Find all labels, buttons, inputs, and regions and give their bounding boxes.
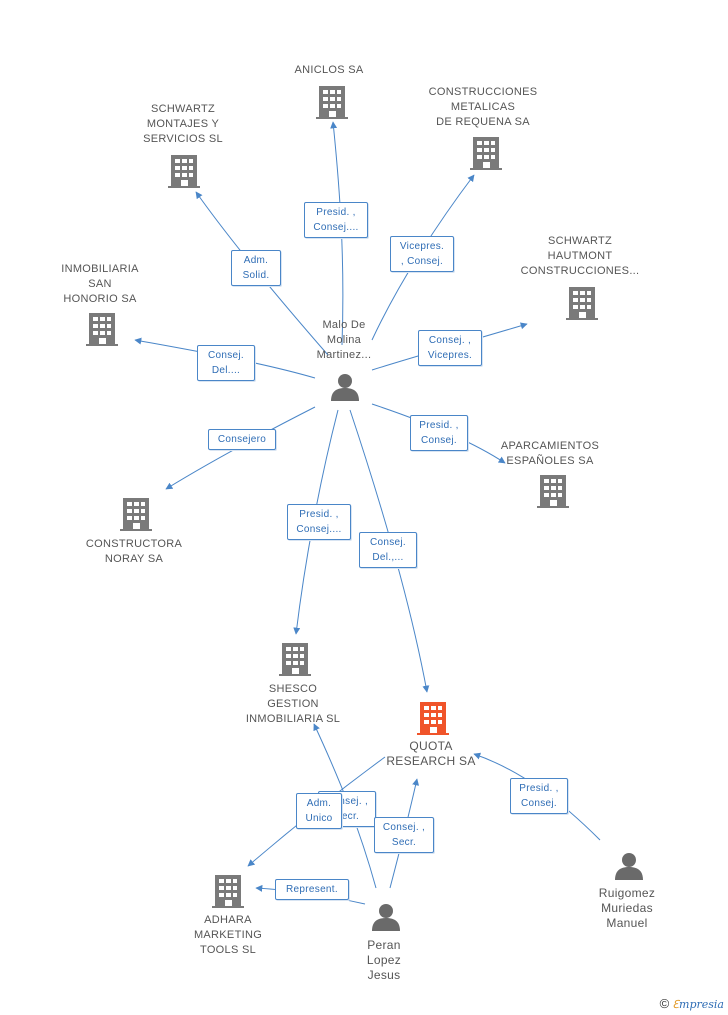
building-icon-focus (417, 702, 449, 735)
node-label-adhara[interactable]: ADHARA MARKETING TOOLS SL (193, 914, 263, 956)
edge-label-schwartz-hautmont[interactable]: Consej. , Vicepres. (418, 330, 482, 366)
building-icon (316, 86, 348, 119)
edge-label-noray[interactable]: Consejero (208, 429, 276, 450)
node-label-peran[interactable]: Peran Lopez Jesus (366, 938, 402, 982)
node-label-aniclos[interactable]: ANICLOS SA (294, 64, 364, 76)
building-icon (470, 137, 502, 170)
edge-label-peran-quota[interactable]: Consej. , Secr. (374, 817, 434, 853)
node-label-shesco[interactable]: SHESCO GESTION INMOBILIARIA SL (245, 683, 341, 725)
person-icon (331, 374, 359, 401)
node-label-ruigomez[interactable]: Ruigomez Muriedas Manuel (598, 886, 656, 930)
building-icon (279, 643, 311, 676)
building-icon (212, 875, 244, 908)
edge-label-adm-unico[interactable]: Adm. Unico (296, 793, 342, 829)
copyright-symbol: © (659, 996, 670, 1011)
edge-label-inmobiliaria[interactable]: Consej. Del.... (197, 345, 255, 381)
edge-label-schwartz-montajes[interactable]: Adm. Solid. (231, 250, 281, 286)
brand-logo-initial: ℇ (672, 998, 680, 1011)
edge-label-shesco[interactable]: Presid. , Consej.... (287, 504, 351, 540)
node-label-quota[interactable]: QUOTA RESEARCH SA (386, 739, 476, 768)
node-label-schwartz-montajes[interactable]: SCHWARTZ MONTAJES Y SERVICIOS SL (143, 103, 223, 145)
person-icon (372, 904, 400, 931)
building-icon (566, 287, 598, 320)
edge-label-aniclos[interactable]: Presid. , Consej.... (304, 202, 368, 238)
node-label-malo-de-molina[interactable]: Malo De Molina Martinez... (316, 319, 372, 361)
edge-label-ruigomez-quota[interactable]: Presid. , Consej. (510, 778, 568, 814)
building-icon (537, 475, 569, 508)
building-icon (86, 313, 118, 346)
person-icon (615, 853, 643, 880)
building-icon (120, 498, 152, 531)
edge-label-quota[interactable]: Consej. Del.,... (359, 532, 417, 568)
building-icon (168, 155, 200, 188)
node-label-constructora-noray[interactable]: CONSTRUCTORA NORAY SA (85, 538, 183, 565)
node-label-aparcamientos[interactable]: APARCAMIENTOS ESPAÑOLES SA (500, 440, 600, 467)
node-label-construcciones-metalicas[interactable]: CONSTRUCCIONES METALICAS DE REQUENA SA (428, 86, 538, 128)
edge-label-construcciones[interactable]: Vicepres. , Consej. (390, 236, 454, 272)
edge-label-aparcamientos[interactable]: Presid. , Consej. (410, 415, 468, 451)
edge-label-represent[interactable]: Represent. (275, 879, 349, 900)
brand-logo: ℇmpresia (672, 998, 724, 1011)
brand-logo-text: mpresia (679, 998, 724, 1011)
node-label-schwartz-hautmont[interactable]: SCHWARTZ HAUTMONT CONSTRUCCIONES... (520, 235, 640, 277)
brand-footer: © ℇmpresia (660, 996, 724, 1011)
node-label-inmobiliaria-san-honorio[interactable]: INMOBILIARIA SAN HONORIO SA (61, 263, 139, 305)
